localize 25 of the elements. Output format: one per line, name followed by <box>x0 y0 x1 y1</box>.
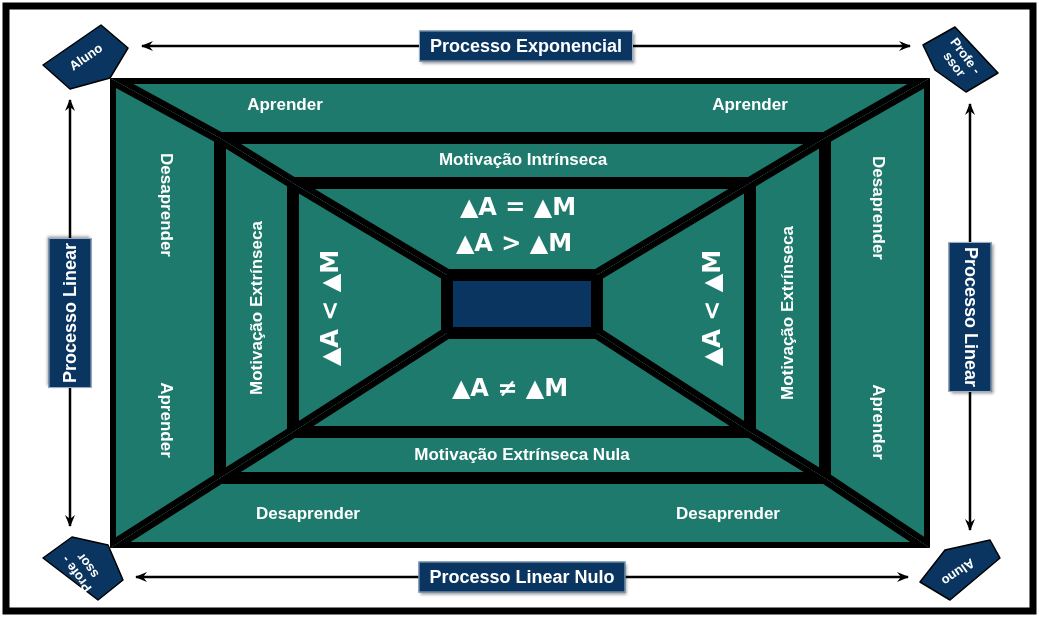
panel-label: Motivação Extrínseca <box>778 226 798 400</box>
panel-label: Desaprender <box>256 504 360 524</box>
panel-label: Motivação Extrínseca <box>247 221 267 395</box>
edge-label: Processo Exponencial <box>418 30 634 62</box>
formula-text: ▲A > ▲M <box>455 229 573 257</box>
formula-text: ▲A < ▲M <box>316 249 344 367</box>
role-badge <box>918 538 1002 602</box>
panel-label: Aprender <box>247 95 323 115</box>
panel-label: Motivação Extrínseca Nula <box>414 445 630 465</box>
role-badge <box>40 22 132 92</box>
edge-label: Processo Linear Nulo <box>418 561 626 593</box>
panel-label: Motivação Intrínseca <box>438 150 608 170</box>
panel-label: Desaprender <box>868 156 888 260</box>
role-badge <box>920 24 1002 96</box>
formula-text: ▲A = ▲M <box>459 193 577 221</box>
panel-label: Desaprender <box>676 504 780 524</box>
edge-label: Processo Linear <box>48 237 92 389</box>
panel-label: Aprender <box>156 382 176 458</box>
edge-label: Processo Linear <box>948 241 992 393</box>
formula-text: ▲A ≠ ▲M <box>451 374 569 402</box>
formula-text: ▲A < ▲M <box>698 249 726 367</box>
role-badge <box>40 534 126 602</box>
panel-label: Aprender <box>712 95 788 115</box>
panel-label: Aprender <box>868 384 888 460</box>
panel-label: Desaprender <box>156 153 176 257</box>
